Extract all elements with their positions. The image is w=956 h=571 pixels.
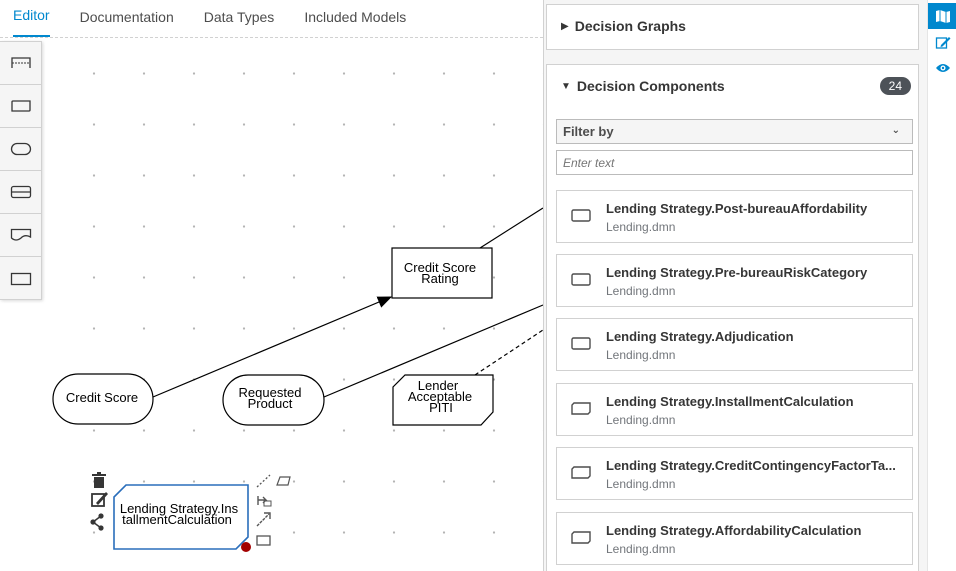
components-search-input[interactable] [556, 150, 913, 175]
component-file: Lending.dmn [606, 542, 676, 556]
node-requested-product-label-2: Product [248, 396, 293, 411]
decision-navigator-toggle[interactable] [928, 3, 956, 29]
palette-input-data[interactable] [0, 128, 41, 171]
editor-tabs: Editor Documentation Data Types Included… [0, 0, 543, 38]
component-item[interactable]: Lending Strategy.Post-bureauAffordabilit… [556, 190, 913, 243]
tab-data-types[interactable]: Data Types [203, 9, 275, 25]
edge-requested-product-out[interactable] [323, 304, 544, 398]
component-title: Lending Strategy.AffordabilityCalculatio… [606, 523, 862, 538]
component-item[interactable]: Lending Strategy.InstallmentCalculation … [556, 383, 913, 436]
component-file: Lending.dmn [606, 477, 676, 491]
node-credit-score[interactable]: Credit Score [52, 373, 154, 425]
decision-graphs-title: Decision Graphs [574, 18, 686, 34]
node-requested-product[interactable]: Requested Product [222, 374, 325, 426]
node-lender-acceptable-piti[interactable]: Lender Acceptable PITI [392, 374, 494, 426]
trash-icon[interactable] [92, 472, 106, 488]
node-requested-product-label-1: Requested [239, 385, 302, 400]
edge-lender-piti-out[interactable] [474, 329, 544, 376]
edit-icon [935, 37, 950, 49]
decision-service-icon [10, 57, 31, 68]
edit-node-icon[interactable] [91, 492, 108, 507]
node-piti-label-2: Acceptable [408, 389, 472, 404]
filter-by-label: Filter by [563, 124, 614, 139]
add-association-icon[interactable] [257, 496, 272, 507]
component-title: Lending Strategy.Post-bureauAffordabilit… [606, 201, 868, 216]
decision-graphs-header[interactable]: ▶ Decision Graphs [547, 5, 918, 47]
add-connector-icon[interactable] [256, 512, 271, 527]
component-item[interactable]: Lending Strategy.AffordabilityCalculatio… [556, 512, 913, 565]
text-annotation-icon [10, 272, 31, 285]
palette-bkm[interactable] [0, 171, 41, 214]
node-rating-label-2: Rating [421, 271, 459, 286]
add-text-annotation-icon[interactable] [256, 474, 291, 488]
tab-included-models[interactable]: Included Models [304, 9, 407, 25]
bkm-icon [571, 466, 591, 479]
decision-components-title: Decision Components [576, 78, 725, 94]
bkm-icon [571, 402, 591, 415]
edge-credit-score-to-rating[interactable] [152, 296, 393, 398]
chevron-down-icon: ⌄ [891, 125, 900, 136]
node-credit-score-rating[interactable]: Credit Score Rating [391, 247, 493, 299]
node-installment-label-2: tallmentCalculation [122, 512, 232, 527]
component-item[interactable]: Lending Strategy.CreditContingencyFactor… [556, 447, 913, 500]
component-title: Lending Strategy.InstallmentCalculation [606, 394, 854, 409]
node-piti-label-1: Lender [418, 378, 459, 393]
node-rating-label-1: Credit Score [404, 260, 476, 275]
components-count-badge: 24 [879, 77, 911, 95]
palette-knowledge-source[interactable] [0, 214, 41, 257]
edge-rating-out[interactable] [479, 207, 544, 249]
caret-right-icon: ▶ [561, 20, 569, 32]
decision-components-header[interactable]: ▼ Decision Components [547, 65, 918, 107]
palette-decision[interactable] [0, 85, 41, 128]
palette-decision-service[interactable] [0, 42, 41, 85]
decision-icon [571, 209, 591, 222]
bkm-icon [10, 185, 31, 199]
decision-navigator-panel: ▶ Decision Graphs ▼ Decision Components … [543, 0, 927, 571]
decision-icon [571, 273, 591, 286]
map-icon [935, 10, 950, 23]
component-file: Lending.dmn [606, 220, 676, 234]
preview-toggle[interactable] [928, 55, 956, 81]
connector-handle[interactable] [241, 542, 251, 552]
eye-icon [935, 64, 950, 72]
node-credit-score-label: Credit Score [66, 390, 138, 405]
dmn-diagram: Credit Score Requested Product Credit Sc… [52, 207, 544, 552]
node-installment-label-1: Lending Strategy.Ins [120, 501, 239, 516]
component-title: Lending Strategy.Adjudication [606, 329, 794, 344]
filter-by-dropdown[interactable]: Filter by ⌄ [556, 119, 913, 144]
component-file: Lending.dmn [606, 413, 676, 427]
decision-icon [571, 337, 591, 350]
add-decision-icon[interactable] [256, 535, 271, 546]
tab-documentation[interactable]: Documentation [79, 9, 174, 25]
component-file: Lending.dmn [606, 348, 676, 362]
component-title: Lending Strategy.Pre-bureauRiskCategory [606, 265, 868, 280]
properties-toggle[interactable] [928, 29, 956, 55]
node-palette [0, 41, 42, 300]
input-data-icon [10, 142, 31, 156]
decision-node-icon [10, 100, 31, 112]
diagram-canvas[interactable] [48, 40, 543, 571]
component-item[interactable]: Lending Strategy.Adjudication Lending.dm… [556, 318, 913, 371]
tab-editor[interactable]: Editor [13, 1, 50, 37]
decision-components-section: ▼ Decision Components 24 Filter by ⌄ Len… [546, 64, 919, 571]
knowledge-source-icon [10, 228, 31, 241]
node-installment-calculation[interactable]: Lending Strategy.Ins tallmentCalculation [113, 484, 251, 552]
node-piti-label-3: PITI [429, 400, 453, 415]
side-rail [927, 0, 956, 571]
component-file: Lending.dmn [606, 284, 676, 298]
palette-text-annotation[interactable] [0, 257, 41, 300]
component-item[interactable]: Lending Strategy.Pre-bureauRiskCategory … [556, 254, 913, 307]
bkm-icon [571, 531, 591, 544]
share-icon[interactable] [90, 513, 104, 531]
decision-graphs-section[interactable]: ▶ Decision Graphs [546, 4, 919, 50]
component-title: Lending Strategy.CreditContingencyFactor… [606, 458, 896, 473]
caret-down-icon: ▼ [561, 80, 571, 92]
